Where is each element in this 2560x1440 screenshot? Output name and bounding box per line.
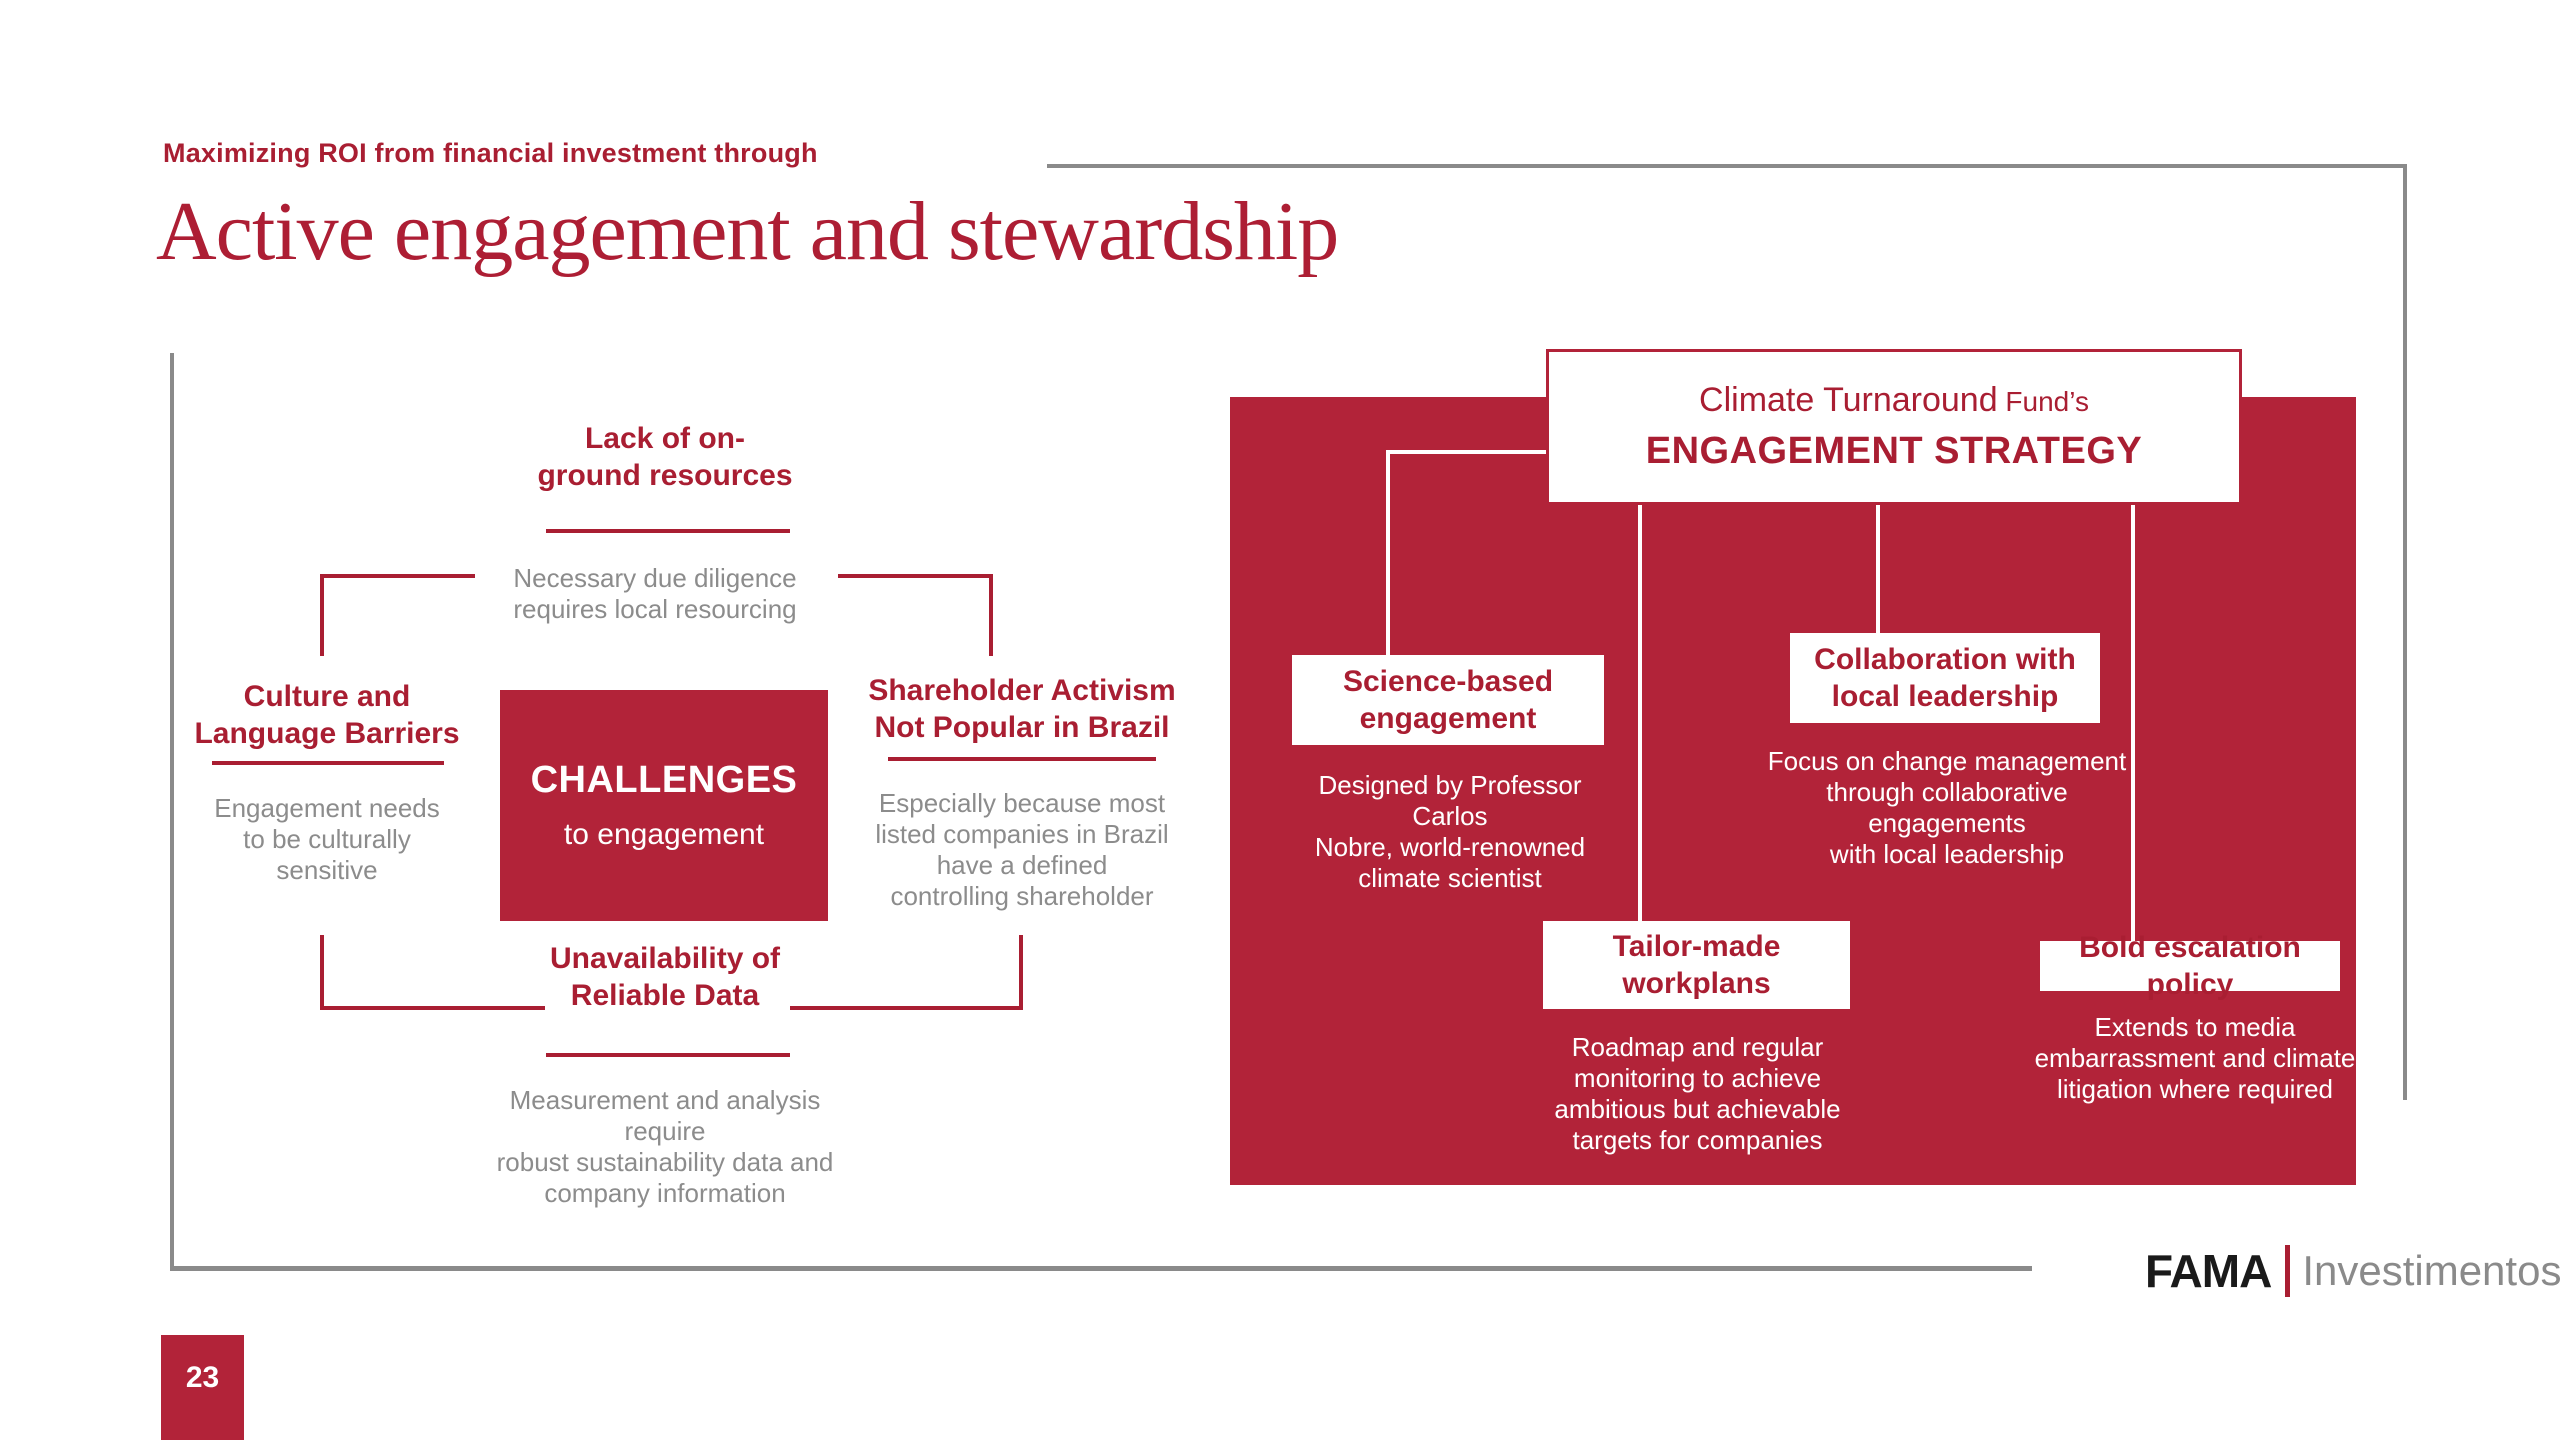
- connector-bold-vertical: [2131, 499, 2135, 943]
- challenge-underline-unavailability: [546, 1053, 790, 1057]
- fama-logo: FAMA Investimentos: [2145, 1243, 2560, 1299]
- strategy-fund-suffix: Fund’s: [1997, 386, 2089, 417]
- strategy-box-collaboration: Collaboration with local leadership: [1790, 633, 2100, 723]
- bracket-bottom-right-horizontal: [790, 1006, 1023, 1010]
- bracket-bottom-left-vertical: [320, 935, 324, 1010]
- connector-science-horizontal: [1386, 450, 1546, 454]
- slide-title: Active engagement and stewardship: [156, 185, 1339, 278]
- challenge-title-culture: Culture and Language Barriers: [194, 680, 460, 750]
- strategy-desc-science: Designed by Professor Carlos Nobre, worl…: [1314, 770, 1586, 893]
- bracket-bottom-right-vertical: [1019, 935, 1023, 1010]
- strategy-header-line1: Climate Turnaround Fund’s: [1699, 381, 2089, 420]
- bracket-bottom-left-horizontal: [320, 1006, 545, 1010]
- bracket-top-left-vertical: [320, 574, 324, 656]
- strategy-desc-collaboration: Focus on change management through colla…: [1767, 746, 2127, 869]
- fama-logo-suffix: Investimentos: [2302, 1247, 2560, 1294]
- bracket-top-left-horizontal: [320, 574, 475, 578]
- bracket-top-right-vertical: [989, 574, 993, 656]
- strategy-title-collaboration: Collaboration with local leadership: [1814, 643, 2076, 713]
- strategy-fund-name: Climate Turnaround: [1699, 381, 1998, 419]
- strategy-desc-tailor: Roadmap and regular monitoring to achiev…: [1554, 1032, 1841, 1155]
- fama-logo-divider: [2285, 1245, 2291, 1297]
- challenge-desc-shareholder: Especially because most listed companies…: [875, 788, 1169, 911]
- connector-collaboration-vertical: [1876, 499, 1880, 635]
- strategy-header-box: Climate Turnaround Fund’s ENGAGEMENT STR…: [1546, 349, 2242, 505]
- challenge-desc-unavailability: Measurement and analysis require robust …: [496, 1085, 834, 1208]
- challenge-desc-lack-of-resources: Necessary due diligence requires local r…: [513, 563, 797, 624]
- strategy-title-tailor: Tailor-made workplans: [1612, 930, 1781, 1000]
- slide-eyebrow: Maximizing ROI from financial investment…: [163, 138, 818, 168]
- bracket-top-right-horizontal: [838, 574, 993, 578]
- strategy-box-science: Science-based engagement: [1292, 655, 1604, 745]
- fama-logo-brand: FAMA: [2145, 1245, 2272, 1297]
- strategy-desc-bold-escalation: Extends to media embarrassment and clima…: [2034, 1012, 2356, 1104]
- connector-science-vertical: [1386, 450, 1390, 657]
- challenges-center-title: CHALLENGES: [530, 759, 798, 801]
- strategy-title-bold-escalation: Bold escalation policy: [2079, 931, 2301, 1001]
- strategy-panel: [1230, 397, 2356, 1185]
- page-number-box: 23: [161, 1335, 244, 1440]
- challenges-center-subtitle: to engagement: [563, 818, 765, 851]
- frame-bottom-line: [170, 1266, 2032, 1271]
- frame-right-line: [2403, 164, 2407, 1100]
- strategy-box-bold-escalation: Bold escalation policy: [2040, 931, 2340, 1001]
- frame-left-line: [170, 353, 174, 1270]
- challenge-underline-shareholder: [888, 757, 1156, 761]
- challenges-center-box: CHALLENGES to engagement: [500, 690, 828, 921]
- challenge-underline-lack: [546, 529, 790, 533]
- challenge-title-shareholder: Shareholder Activism Not Popular in Braz…: [868, 674, 1176, 744]
- challenge-desc-culture: Engagement needs to be culturally sensit…: [214, 793, 440, 885]
- strategy-title-science: Science-based engagement: [1342, 665, 1554, 735]
- challenge-title-unavailability: Unavailability of Reliable Data: [549, 942, 781, 1012]
- connector-tailor-vertical: [1638, 499, 1642, 923]
- strategy-box-tailor: Tailor-made workplans: [1543, 921, 1850, 1009]
- challenge-title-lack-of-resources: Lack of on- ground resources: [537, 422, 793, 492]
- page-number: 23: [185, 1361, 220, 1394]
- challenge-underline-culture: [212, 761, 444, 765]
- strategy-header-line2: ENGAGEMENT STRATEGY: [1645, 430, 2143, 472]
- frame-top-line: [1047, 164, 2407, 168]
